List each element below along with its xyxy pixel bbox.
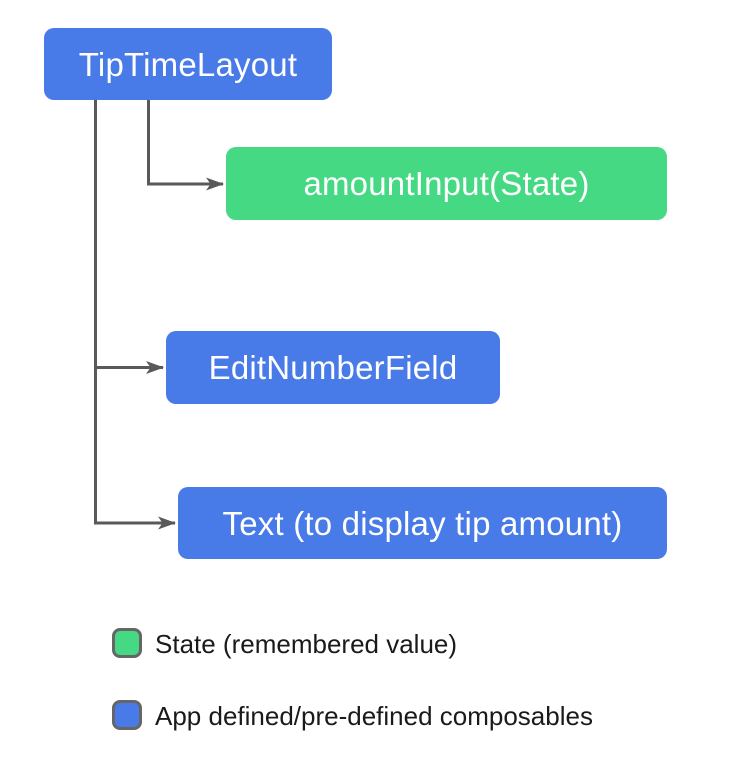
node-amountinput-label: amountInput(State) [303,165,590,202]
connector-to-amountinput [147,100,224,191]
composable-swatch [112,700,142,730]
legend-item-state: State (remembered value) [112,628,457,658]
node-text-label: Text (to display tip amount) [222,504,623,542]
node-editnumberfield-label: EditNumberField [208,349,458,386]
legend-state-label: State (remembered value) [155,629,458,659]
node-tiptimelayout-label: TipTimeLayout [78,45,298,83]
node-tiptimelayout: TipTimeLayout [44,28,332,100]
node-amountinput-state: amountInput(State) [226,147,667,220]
node-text-display-tip: Text (to display tip amount) [178,487,667,559]
node-editnumberfield: EditNumberField [166,331,500,404]
legend-composables-label: App defined/pre-defined composables [155,701,593,731]
connector-trunk-to-text [94,100,176,530]
legend-item-composables: App defined/pre-defined composables [112,700,593,730]
state-swatch [112,628,142,658]
